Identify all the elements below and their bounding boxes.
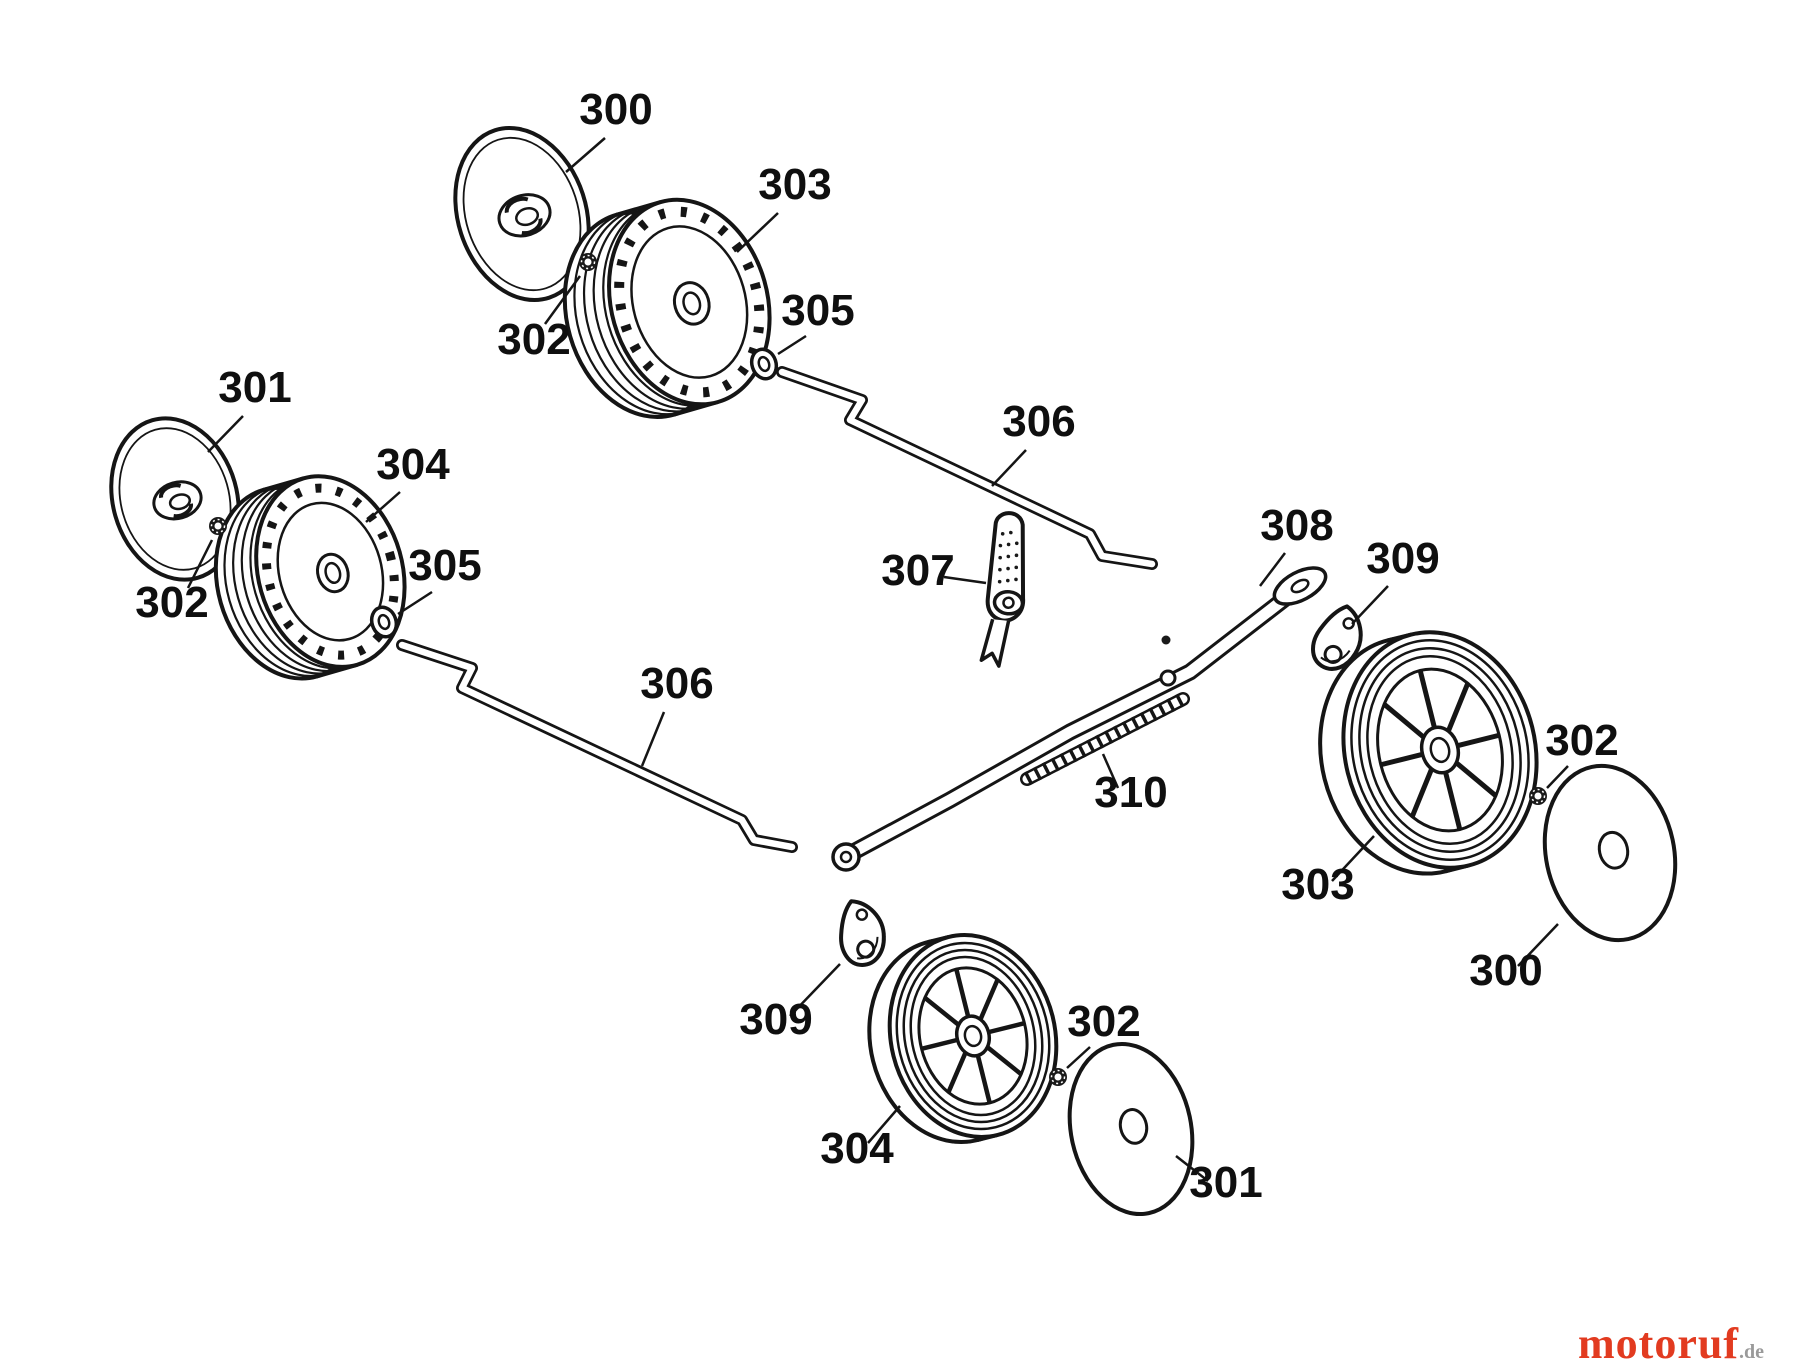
part-label-301-left: 301 <box>218 363 291 412</box>
part-label-301-bottom: 301 <box>1189 1158 1262 1207</box>
part-label-302-left: 302 <box>135 578 208 627</box>
motoruf-watermark-logo[interactable]: motoruf.de <box>1578 1322 1764 1366</box>
part-label-300-right: 300 <box>1469 946 1542 995</box>
bracket-309-right <box>1311 604 1363 671</box>
watermark-brand-text: motoruf <box>1578 1319 1739 1368</box>
lock-nut-302-top <box>579 253 597 271</box>
part-label-302-top: 302 <box>497 315 570 364</box>
part-label-306-lower: 306 <box>640 659 713 708</box>
part-label-309-right: 309 <box>1366 534 1439 583</box>
part-label-303-top: 303 <box>758 160 831 209</box>
hubcap-300-top-left <box>453 126 591 302</box>
part-label-306-upper: 306 <box>1002 397 1075 446</box>
lock-nut-302-right <box>1529 787 1547 805</box>
threaded-rod-310 <box>1020 692 1190 786</box>
part-label-308: 308 <box>1260 501 1333 550</box>
wheel-304-left <box>213 474 407 681</box>
lock-nut-302-left <box>209 517 227 535</box>
hubcap-301-bottom <box>1067 1041 1195 1217</box>
hubcap-301-left <box>109 416 241 582</box>
part-labels: 300 303 302 305 301 304 306 302 305 307 … <box>135 85 1618 1207</box>
washer-305-top <box>749 347 779 381</box>
part-label-309-bottom: 309 <box>739 995 812 1044</box>
part-label-302-right: 302 <box>1545 716 1618 765</box>
part-label-305-left: 305 <box>408 541 481 590</box>
part-label-300-top-left: 300 <box>579 85 652 134</box>
washer-305-left <box>369 605 399 639</box>
bracket-309-bottom <box>839 899 886 967</box>
watermark-suffix-text: .de <box>1739 1341 1764 1363</box>
part-label-304-left: 304 <box>376 440 450 489</box>
wheel-303-right <box>1318 630 1539 876</box>
wheel-303-top <box>562 197 772 419</box>
lock-nut-302-bottom <box>1049 1068 1067 1086</box>
axle-rod-306-lower <box>396 639 798 853</box>
part-label-303-right: 303 <box>1281 860 1354 909</box>
leader-lines <box>186 137 1569 1182</box>
part-label-305-top: 305 <box>781 286 854 335</box>
part-label-307: 307 <box>881 546 954 595</box>
hubcap-300-right <box>1542 763 1678 943</box>
height-lever-307 <box>979 511 1026 668</box>
part-label-304-bottom: 304 <box>820 1124 894 1173</box>
wheel-304-bottom <box>867 933 1059 1145</box>
adjuster-arm-308 <box>831 566 1328 872</box>
part-label-310: 310 <box>1094 768 1167 817</box>
part-label-302-bottom: 302 <box>1067 997 1140 1046</box>
axle-rod-306-upper <box>776 366 1158 570</box>
